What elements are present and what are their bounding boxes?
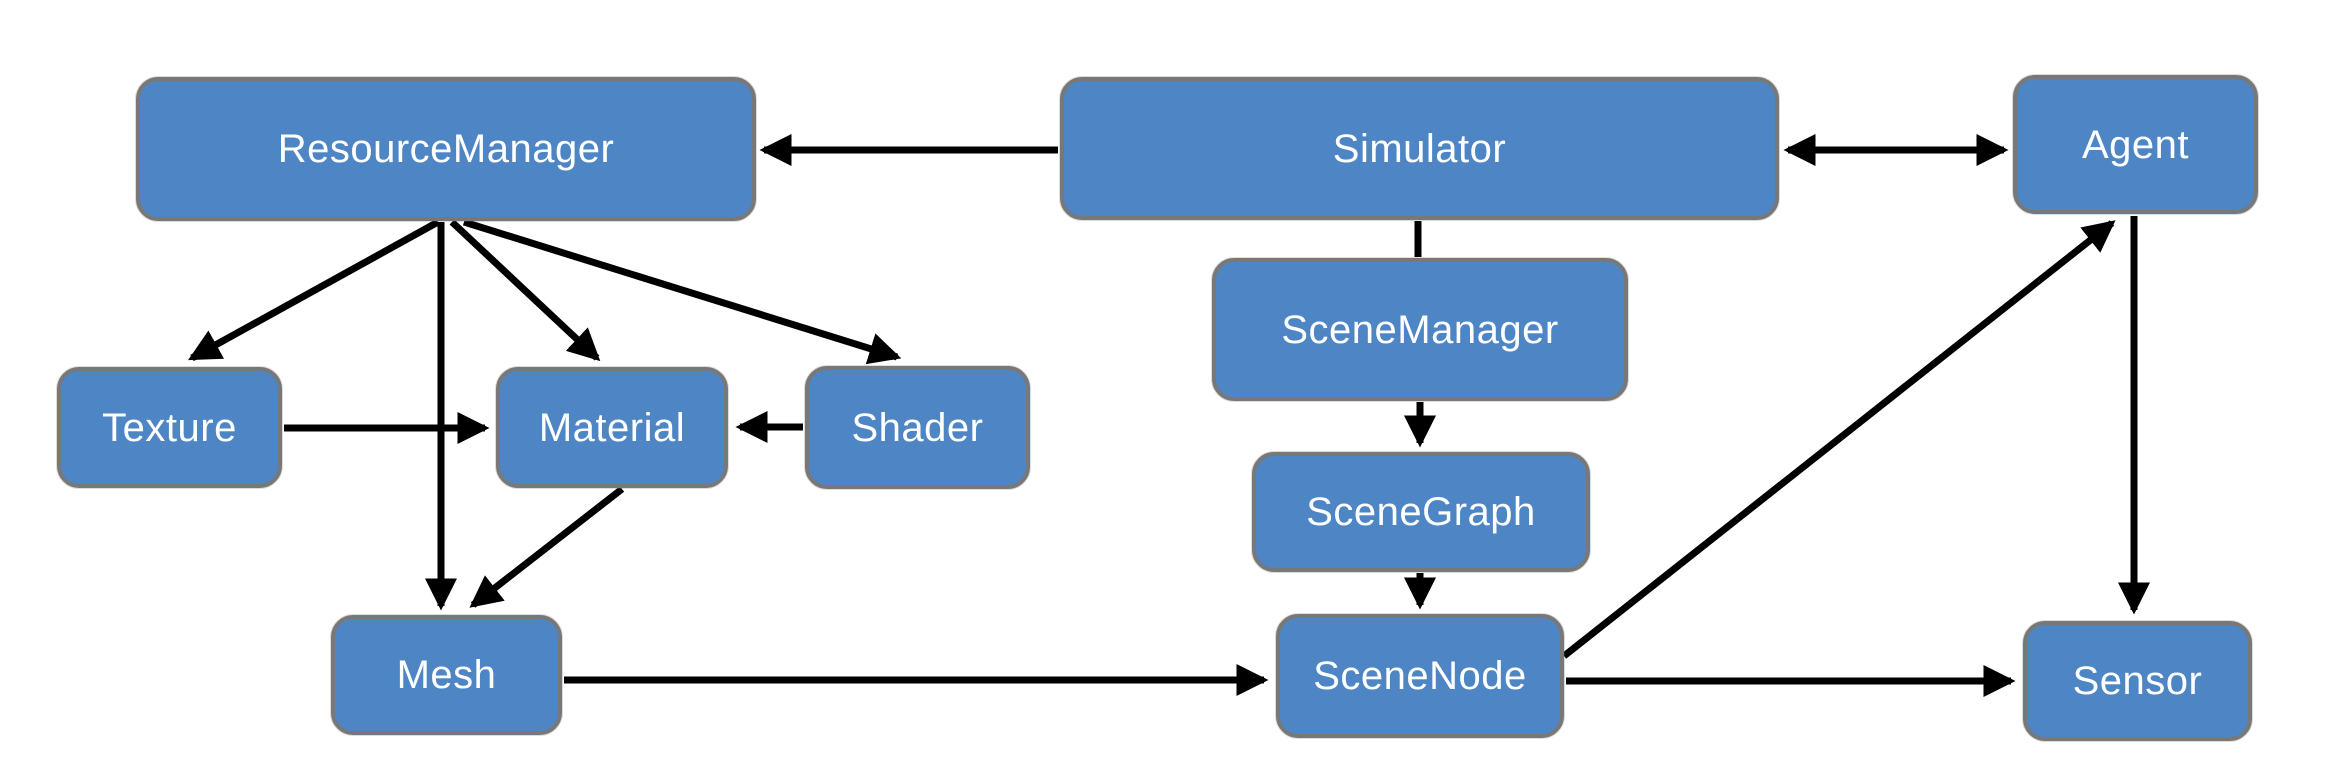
edges-group bbox=[188, 133, 2151, 698]
node-label-scene-manager: SceneManager bbox=[1281, 307, 1559, 352]
node-simulator: Simulator bbox=[1060, 77, 1779, 220]
node-label-resource-manager: ResourceManager bbox=[277, 127, 615, 171]
edge-resource-manager-to-texture bbox=[188, 218, 440, 362]
node-shader: Shader bbox=[805, 366, 1030, 489]
node-texture: Texture bbox=[57, 367, 282, 488]
edge-resource-manager-to-material bbox=[449, 219, 601, 362]
node-mesh: Mesh bbox=[331, 615, 562, 735]
node-scene-graph: SceneGraph bbox=[1252, 452, 1590, 572]
node-scene-manager: SceneManager bbox=[1212, 258, 1628, 401]
node-label-sensor: Sensor bbox=[2072, 659, 2203, 703]
node-label-scene-node: SceneNode bbox=[1313, 654, 1527, 698]
node-label-shader: Shader bbox=[851, 405, 984, 450]
node-resource-manager: ResourceManager bbox=[136, 77, 756, 221]
edge-material-to-mesh bbox=[469, 486, 625, 608]
node-label-simulator: Simulator bbox=[1332, 126, 1507, 171]
node-scene-node: SceneNode bbox=[1276, 614, 1564, 738]
node-label-scene-graph: SceneGraph bbox=[1306, 490, 1536, 534]
edge-resource-manager-to-shader bbox=[462, 218, 902, 365]
node-label-agent: Agent bbox=[2081, 122, 2190, 167]
node-label-texture: Texture bbox=[102, 405, 237, 450]
node-material: Material bbox=[496, 367, 728, 488]
node-label-material: Material bbox=[538, 405, 686, 450]
edge-scene-node-to-agent bbox=[1561, 220, 2116, 659]
node-sensor: Sensor bbox=[2023, 621, 2252, 741]
node-agent: Agent bbox=[2013, 75, 2258, 214]
node-label-mesh: Mesh bbox=[396, 653, 497, 697]
